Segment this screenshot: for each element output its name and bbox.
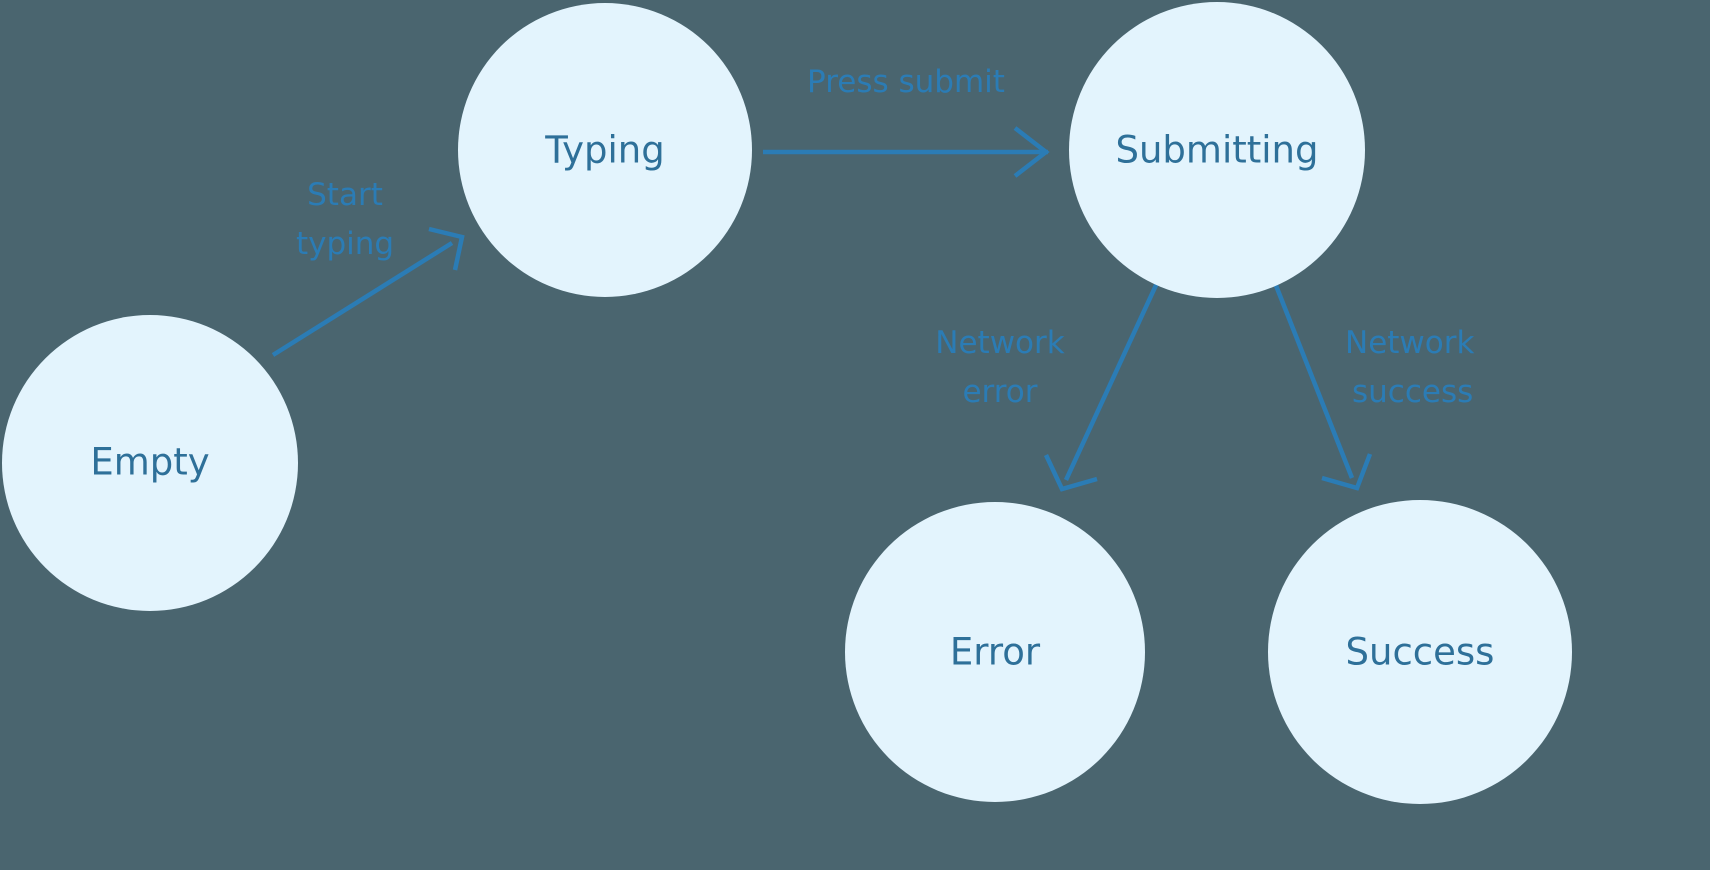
node-error[interactable]: Error — [845, 502, 1145, 802]
edge-submitting-to-error-line — [1063, 282, 1160, 481]
edge-typing-to-submitting-arrowhead — [1013, 126, 1050, 178]
node-success-label: Success — [1346, 631, 1495, 674]
edge-typing-to-submitting — [763, 126, 1050, 178]
edge-label-line-1: Network — [1345, 325, 1474, 361]
node-error-label: Error — [950, 631, 1041, 674]
node-success-circle[interactable] — [1268, 500, 1572, 804]
edge-label-typing-to-submitting: Press submit — [807, 64, 1005, 100]
edge-label-line-2: success — [1352, 374, 1473, 410]
edge-empty-to-typing-arrowhead — [428, 226, 465, 271]
edge-empty-to-typing-line — [271, 241, 454, 357]
node-empty[interactable]: Empty — [2, 315, 298, 611]
edge-label-line-1: Network — [935, 325, 1064, 361]
edge-submitting-to-success — [1272, 282, 1373, 491]
edge-label-line-2: typing — [296, 226, 394, 262]
edge-label-submitting-to-success: Network success — [1345, 325, 1474, 410]
node-typing-label: Typing — [544, 129, 664, 172]
node-submitting-label: Submitting — [1116, 129, 1319, 172]
node-typing[interactable]: Typing — [458, 3, 752, 297]
edge-submitting-to-success-arrowhead — [1321, 453, 1373, 491]
node-submitting[interactable]: Submitting — [1069, 2, 1365, 298]
edge-empty-to-typing — [271, 226, 465, 357]
node-empty-circle[interactable] — [2, 315, 298, 611]
edge-label-submitting-to-error: Network error — [935, 325, 1064, 410]
node-error-circle[interactable] — [845, 502, 1145, 802]
edge-label-line-1: Start — [307, 177, 383, 213]
node-submitting-circle[interactable] — [1069, 2, 1365, 298]
node-empty-label: Empty — [90, 441, 209, 484]
edge-submitting-to-error-arrowhead — [1043, 454, 1098, 492]
edge-label-line-2: error — [962, 374, 1037, 410]
edge-label-empty-to-typing: Start typing — [296, 177, 394, 262]
edge-submitting-to-error — [1043, 282, 1160, 492]
node-success[interactable]: Success — [1268, 500, 1572, 804]
edge-submitting-to-success-line — [1272, 282, 1355, 479]
node-typing-circle[interactable] — [458, 3, 752, 297]
edge-label-line-1: Press submit — [807, 64, 1005, 100]
